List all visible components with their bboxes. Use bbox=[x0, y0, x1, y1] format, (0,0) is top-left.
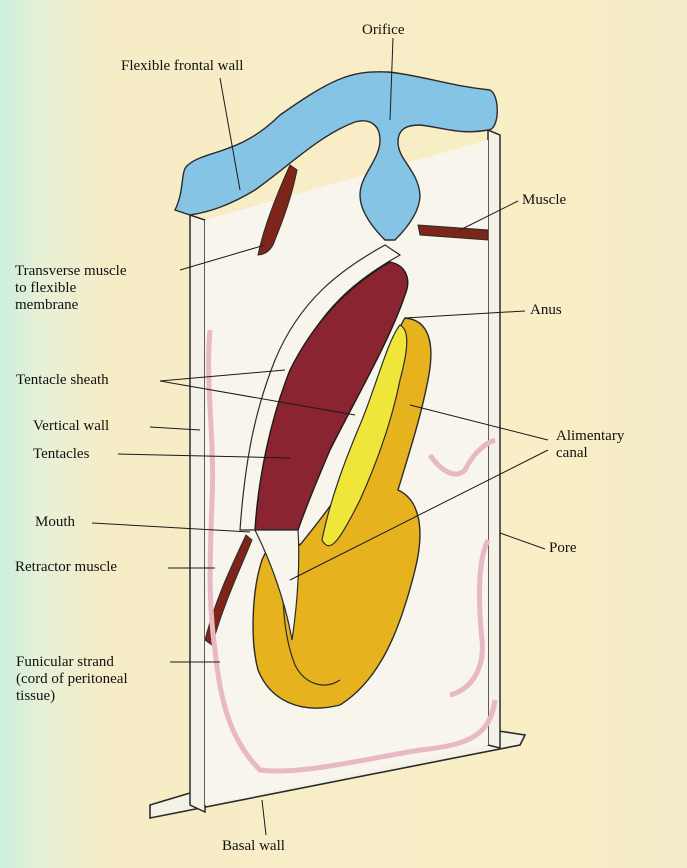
label-muscle: Muscle bbox=[522, 192, 566, 209]
label-vertical-wall: Vertical wall bbox=[33, 418, 109, 435]
label-transverse-muscle-line1: Transverse muscle bbox=[15, 263, 127, 280]
label-transverse-muscle-line2: to flexible bbox=[15, 280, 127, 297]
label-funicular-strand: Funicular strand (cord of peritoneal tis… bbox=[16, 654, 128, 705]
label-funicular-strand-line1: Funicular strand bbox=[16, 654, 128, 671]
label-pore: Pore bbox=[549, 540, 577, 557]
label-funicular-strand-line3: tissue) bbox=[16, 688, 128, 705]
label-flexible-frontal-wall: Flexible frontal wall bbox=[121, 58, 243, 75]
zooid-body-wall bbox=[190, 215, 205, 812]
label-tentacles: Tentacles bbox=[33, 446, 89, 463]
label-basal-wall: Basal wall bbox=[222, 838, 285, 855]
label-alimentary-canal: Alimentary canal bbox=[556, 428, 624, 462]
label-alimentary-canal-line1: Alimentary bbox=[556, 428, 624, 445]
label-alimentary-canal-line2: canal bbox=[556, 445, 624, 462]
label-transverse-muscle-line3: membrane bbox=[15, 297, 127, 314]
label-anus: Anus bbox=[530, 302, 562, 319]
label-tentacle-sheath: Tentacle sheath bbox=[16, 372, 109, 389]
label-orifice: Orifice bbox=[362, 22, 404, 39]
label-retractor-muscle: Retractor muscle bbox=[15, 559, 117, 576]
label-funicular-strand-line2: (cord of peritoneal bbox=[16, 671, 128, 688]
label-transverse-muscle: Transverse muscle to flexible membrane bbox=[15, 263, 127, 314]
label-mouth: Mouth bbox=[35, 514, 75, 531]
